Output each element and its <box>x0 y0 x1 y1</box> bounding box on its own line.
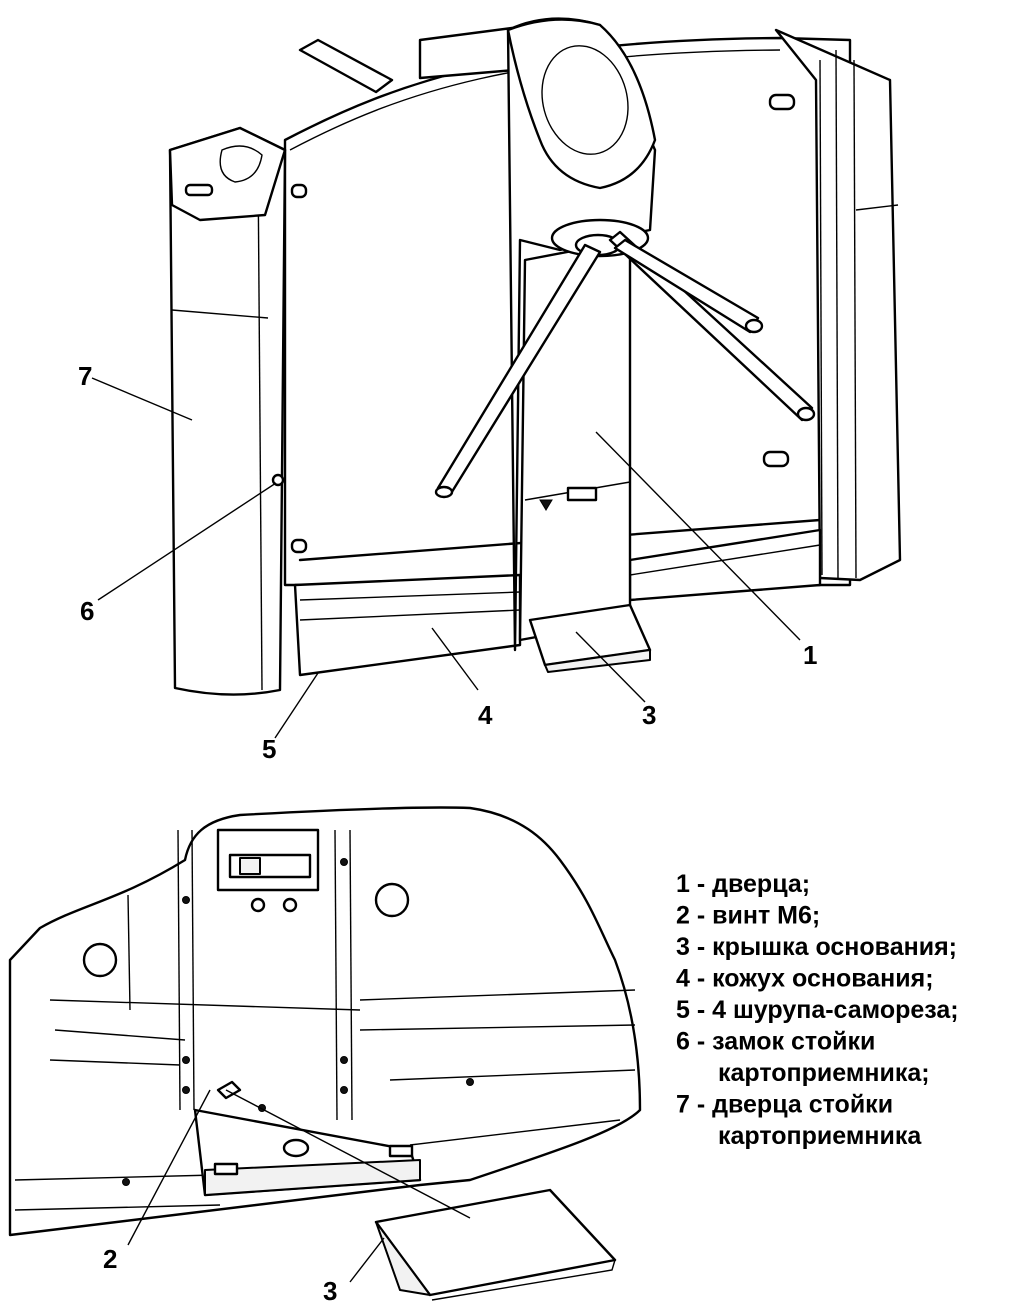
legend-line: 7 - дверца стойки <box>676 1091 893 1119</box>
legend-line: 3 - крышка основания; <box>676 933 957 961</box>
callout-3-detail: 3 <box>323 1276 337 1305</box>
callout-3: 3 <box>642 700 656 730</box>
mount-hole <box>374 882 410 918</box>
legend-line: картоприемника; <box>718 1059 930 1087</box>
callout-6: 6 <box>80 596 94 626</box>
legend-line: 6 - замок стойки <box>676 1028 875 1056</box>
legend-line: 4 - кожух основания; <box>676 965 934 993</box>
legend: 1 - дверца; 2 - винт М6; 3 - крышка основа… <box>676 870 959 1150</box>
legend-line: 1 - дверца; <box>676 870 810 898</box>
legend-line: 5 - 4 шурупа-самореза; <box>676 996 959 1024</box>
callout-1: 1 <box>803 640 817 670</box>
panel-bolt <box>290 93 796 554</box>
callout-5: 5 <box>262 734 276 764</box>
turnstile-overview-drawing: 7 6 1 3 4 5 <box>78 17 902 764</box>
callout-7: 7 <box>78 361 92 391</box>
callout-4: 4 <box>478 700 493 730</box>
callout-2: 2 <box>103 1244 117 1274</box>
mount-hole <box>82 942 118 978</box>
legend-line: картоприемника <box>718 1122 922 1150</box>
legend-line: 2 - винт М6; <box>676 902 820 930</box>
base-detail-drawing: 2 3 <box>8 806 642 1305</box>
